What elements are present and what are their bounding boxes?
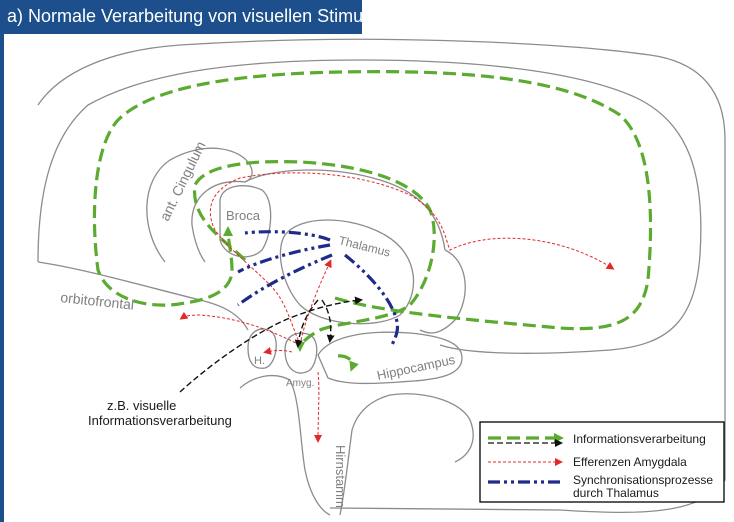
brainstem-contour: [239, 374, 391, 516]
blue-path-lateral-1: [237, 243, 331, 274]
figure-title: a) Normale Verarbeitung von visuellen St…: [7, 6, 372, 26]
label-visual-line1: z.B. visuelle: [107, 398, 176, 413]
cerebellum-contour: [389, 393, 474, 463]
label-hirnstamm: Hirnstamm: [333, 445, 348, 508]
brain-outline: [37, 38, 726, 516]
cingulate-contour: [146, 147, 253, 263]
label-h: H.: [254, 355, 265, 367]
label-ant-cingulum: ant. Cingulum: [156, 139, 208, 224]
hippocampus-area: [317, 331, 463, 385]
legend-label-amygdala: Efferenzen Amygdala: [573, 455, 687, 469]
black-path-to-amygdala: [294, 299, 319, 348]
title-bar: a) Normale Verarbeitung von visuellen St…: [0, 0, 371, 34]
corpus-callosum-lower: [419, 249, 466, 334]
green-path-outer-arch: [92, 70, 653, 331]
green-path-hippocampus: [337, 354, 359, 372]
red-path-brainstem: [314, 371, 323, 443]
thalamus-area: [279, 219, 415, 325]
legend: Informationsverarbeitung Efferenzen Amyg…: [479, 421, 725, 503]
legend-item-amygdala: Efferenzen Amygdala: [488, 455, 687, 469]
black-path-visual-input: [179, 296, 363, 393]
green-path-cingulate-loop: [192, 160, 436, 352]
orbitofrontal-contour: [37, 261, 249, 331]
legend-label-info-processing: Informationsverarbeitung: [573, 432, 706, 446]
amygdala-area: [284, 332, 318, 374]
black-path-to-hippocampus: [321, 299, 335, 343]
red-path-thalamus: [299, 259, 332, 346]
info-processing-paths: [92, 70, 653, 372]
legend-label-sync-line2: durch Thalamus: [573, 486, 659, 500]
cortex-inner-contour: [37, 59, 702, 354]
cingulate-gyrus-contour: [244, 169, 446, 251]
label-visual-line2: Informationsverarbeitung: [88, 413, 232, 428]
red-path-hypothalamus: [263, 347, 293, 355]
label-broca: Broca: [226, 208, 261, 223]
label-orbitofrontal: orbitofrontal: [60, 289, 135, 313]
amygdala-efferent-paths: [179, 172, 615, 443]
visual-input-paths: [179, 296, 363, 393]
legend-item-info-processing: Informationsverarbeitung: [488, 432, 706, 447]
hypothalamus-area: [247, 328, 277, 369]
thalamus-sync-paths: [237, 230, 400, 346]
broca-area: [219, 185, 272, 258]
red-path-orbitofrontal: [179, 311, 301, 346]
blue-path-descending: [344, 253, 400, 346]
blue-path-broca: [244, 230, 331, 242]
blue-path-lateral-2: [237, 253, 333, 307]
legend-label-sync-line1: Synchronisationsprozesse: [573, 473, 713, 487]
label-amyg: Amyg.: [286, 378, 314, 389]
left-accent-bar: [0, 0, 4, 522]
label-hippocampus: Hippocampus: [376, 352, 457, 383]
legend-item-thalamus-sync: Synchronisationsprozesse durch Thalamus: [488, 473, 713, 500]
